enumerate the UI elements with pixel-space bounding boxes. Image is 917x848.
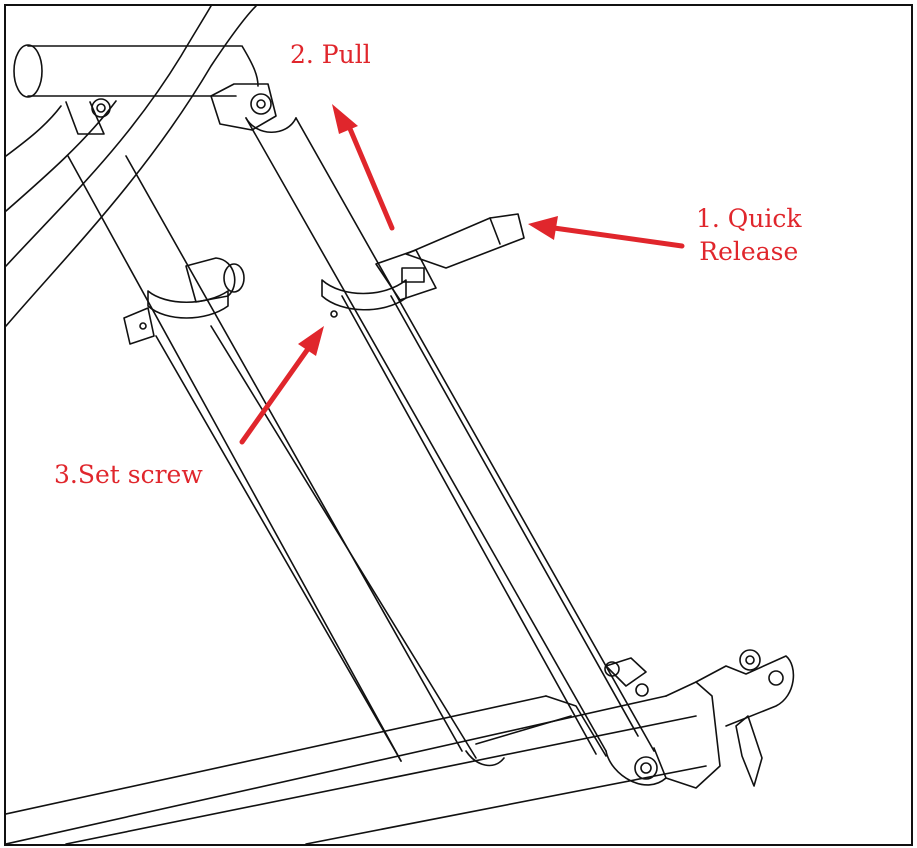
- upper-hinge: [210, 45, 277, 131]
- left-clamp: [123, 257, 245, 345]
- set-screw-arrow: [239, 326, 324, 445]
- quick-release-label-line2: Release: [699, 237, 799, 266]
- diagram-frame: 2. Pull 1. Quick Release 3.Set screw: [4, 4, 913, 846]
- quick-release-arrow: [528, 216, 685, 249]
- base-tube: [6, 695, 707, 844]
- bottom-hinge: [604, 649, 795, 789]
- quick-release-label-line1: 1. Quick: [696, 204, 802, 233]
- left-telescopic-tube: [67, 155, 477, 762]
- right-telescopic-tube: [245, 117, 655, 755]
- pull-label: 2. Pull: [290, 40, 371, 69]
- right-clamp: [321, 213, 525, 318]
- annotation-arrows: [239, 104, 685, 445]
- quick-release-label: 1. Quick Release: [696, 202, 802, 268]
- upper-curved-tube: [6, 6, 257, 327]
- frame-line-drawing: [6, 6, 795, 844]
- top-left-tube: [13, 44, 242, 135]
- pull-arrow: [332, 104, 395, 231]
- set-screw-label: 3.Set screw: [54, 460, 203, 489]
